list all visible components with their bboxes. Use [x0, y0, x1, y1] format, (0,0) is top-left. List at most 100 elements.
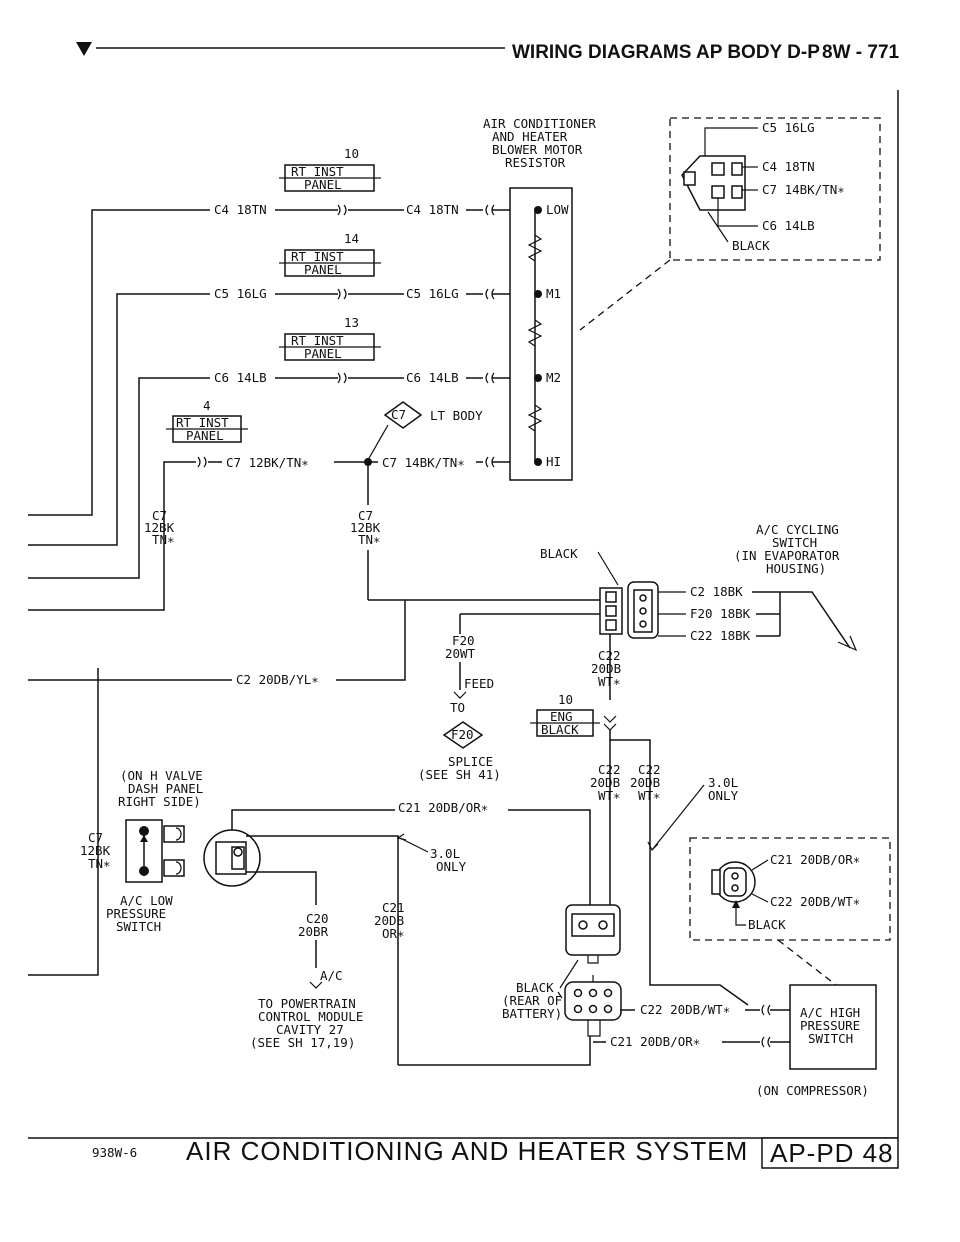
c22-pair-left-l1: C22: [598, 762, 621, 777]
cv-color: BLACK: [732, 238, 770, 253]
c7-wire: C7 12BK/TN∗ C7 14BK/TN∗: [163, 424, 535, 681]
cv-c6: C6 14LB: [762, 218, 815, 233]
low-pressure-connector: C21 20DB/OR∗ C20 20BR A/C TO POWERTRAIN …: [203, 800, 591, 1065]
rt-inst-panel-label: PANEL: [186, 428, 224, 443]
hps-name-l1: A/C HIGH: [800, 1005, 860, 1020]
c4-wire: C4 18TN C4 18TN: [214, 202, 535, 217]
rt-inst-panel-label: PANEL: [304, 177, 342, 192]
c7-right-l3: TN∗: [358, 532, 381, 547]
f20-feed: F20 20WT FEED TO F20 SPLICE (SEE SH 41): [418, 633, 501, 782]
ac-cycling-switch: A/C CYCLING SWITCH (IN EVAPORATOR HOUSIN…: [405, 522, 858, 700]
f20-l1: F20: [452, 633, 475, 648]
cycling-title-l2: SWITCH: [772, 535, 817, 550]
battery-l3: BATTERY): [502, 1006, 562, 1021]
cv-c5: C5 16LG: [762, 120, 815, 135]
c22-pair-left-l2: 20DB: [590, 775, 620, 790]
eng-black-label: BLACK: [541, 722, 579, 737]
resistor-title-l2: AND HEATER: [492, 129, 568, 144]
header-arrow-icon: [76, 42, 92, 56]
c6-wire-label: C6 14LB: [214, 370, 267, 385]
lps-name-l2: PRESSURE: [106, 906, 166, 921]
only30l-mid-l2: ONLY: [436, 859, 467, 874]
lps-loc-l3: RIGHT SIDE): [118, 794, 201, 809]
rt-inst-panel-14: 14 RT INST PANEL: [279, 231, 381, 277]
pcm-l3: CAVITY 27: [276, 1022, 344, 1037]
c4-wire-label: C4 18TN: [214, 202, 267, 217]
page-footer: 938W-6 AIR CONDITIONING AND HEATER SYSTE…: [92, 1136, 899, 1169]
resistor-title-l1: AIR CONDITIONER: [483, 116, 596, 131]
c7-wire-label-left: C7 12BK/TN∗: [226, 455, 309, 470]
c22-top-l1: C22: [598, 648, 621, 663]
c7-left-l3: TN∗: [152, 532, 175, 547]
resistor-title-l4: RESISTOR: [505, 155, 566, 170]
c22-top-l3: WT∗: [598, 674, 621, 689]
splice-c7-label: LT BODY: [430, 408, 483, 423]
resistor-pin-m2: M2: [546, 370, 561, 385]
cv-c4: C4 18TN: [762, 159, 815, 174]
only30l-mid-l1: 3.0L: [430, 846, 460, 861]
c7-lt-body-splice: C7 LT BODY: [383, 401, 483, 429]
lps-c7-l2: 12BK: [80, 843, 111, 858]
eng-cavity: 10: [558, 692, 573, 707]
lps-name-l3: SWITCH: [116, 919, 161, 934]
header-title: WIRING DIAGRAMS AP BODY D-P: [512, 42, 820, 63]
hps-name-l3: SWITCH: [808, 1031, 853, 1046]
left-wire-bundle: [28, 209, 232, 681]
resistor-connector-view: C5 16LG C4 18TN C7 14BK/TN∗ C6 14LB BLAC…: [579, 117, 881, 331]
c6-wire-label-right: C6 14LB: [406, 370, 459, 385]
rt-inst-panel-13: 13 RT INST PANEL: [279, 315, 381, 361]
c7-right-l2: 12BK: [350, 520, 381, 535]
resistor-pin-hi: HI: [546, 454, 561, 469]
cycling-title-l3: (IN EVAPORATOR: [734, 548, 840, 563]
blower-motor-resistor: AIR CONDITIONER AND HEATER BLOWER MOTOR …: [483, 116, 596, 481]
c7-left-l2: 12BK: [144, 520, 175, 535]
ac-high-pressure-switch: A/C HIGH PRESSURE SWITCH (ON COMPRESSOR): [756, 984, 877, 1098]
high-pressure-connector-view: C21 20DB/OR∗ C22 20DB/WT∗ BLACK: [689, 837, 891, 986]
c7-split-labels: C7 12BK TN∗ C7 12BK TN∗: [144, 508, 381, 547]
page-header: WIRING DIAGRAMS AP BODY D-P 8W - 771: [76, 42, 900, 63]
lps-loc-l1: (ON H VALVE: [120, 768, 203, 783]
feed-splice-id: F20: [451, 727, 474, 742]
rt-inst-panel-10: 10 RT INST PANEL: [279, 146, 381, 192]
pcm-l2: CONTROL MODULE: [258, 1009, 363, 1024]
rt-inst-cavity: 10: [344, 146, 359, 161]
rt-inst-label: RT INST: [291, 249, 344, 264]
resistor-pin-m1: M1: [546, 286, 561, 301]
battery-connectors: BLACK (REAR OF BATTERY) C22 20DB/WT∗ C21…: [398, 790, 790, 1066]
feed-to: TO: [450, 700, 465, 715]
hp-cv-c21: C21 20DB/OR∗: [770, 852, 860, 867]
hp-cv-color: BLACK: [748, 917, 786, 932]
rt-inst-label: RT INST: [291, 333, 344, 348]
c22-eng-black: C22 20DB WT∗ 10 ENG BLACK C22 20DB WT∗ C…: [530, 648, 739, 852]
feed-splice-l2: (SEE SH 41): [418, 767, 501, 782]
resistor-pin-low: LOW: [546, 202, 569, 217]
c6-wire: C6 14LB C6 14LB: [214, 370, 535, 385]
battery-l2: (REAR OF: [502, 993, 562, 1008]
only30l-top-l1: 3.0L: [708, 775, 738, 790]
splice-c7-id: C7: [391, 407, 406, 422]
pcm-l4: (SEE SH 17,19): [250, 1035, 355, 1050]
c22-pair-right-l1: C22: [638, 762, 661, 777]
rt-inst-panel-label: PANEL: [304, 262, 342, 277]
lps-loc-l2: DASH PANEL: [128, 781, 203, 796]
eng-label: ENG: [550, 709, 573, 724]
cycling-color: BLACK: [540, 546, 578, 561]
c22-pair-right-l2: 20DB: [630, 775, 660, 790]
rt-inst-cavity: 14: [344, 231, 359, 246]
pcm-l1: TO POWERTRAIN: [258, 996, 356, 1011]
f20-l2: 20WT: [445, 646, 476, 661]
c21-wire-label: C21 20DB/OR∗: [398, 800, 488, 815]
footer-title: AIR CONDITIONING AND HEATER SYSTEM: [186, 1136, 748, 1166]
battery-color: BLACK: [516, 980, 554, 995]
lps-c7-l3: TN∗: [88, 856, 111, 871]
cv-c7: C7 14BK/TN∗: [762, 182, 845, 197]
c5-wire: C5 16LG C5 16LG: [214, 286, 535, 301]
c21-mid-l3: OR∗: [382, 926, 405, 941]
c5-wire-label: C5 16LG: [214, 286, 267, 301]
footer-sheet: AP-PD 48: [770, 1138, 894, 1168]
c21-mid-l2: 20DB: [374, 913, 404, 928]
lps-c7-l1: C7: [88, 830, 103, 845]
c21-mid-l1: C21: [382, 900, 405, 915]
hps-location: (ON COMPRESSOR): [756, 1083, 869, 1098]
